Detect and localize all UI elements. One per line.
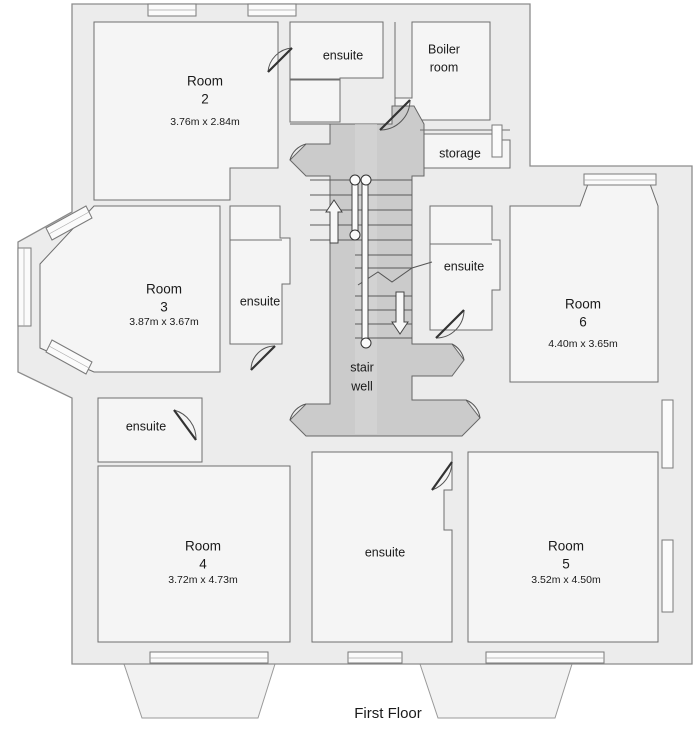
door-leaf-ensuite-top	[267, 47, 293, 73]
newel-post-icon	[360, 337, 372, 349]
room-4-name: Room	[185, 539, 221, 554]
room-3-interior	[39, 205, 221, 373]
door-swing-ensuite-left	[173, 409, 197, 441]
ensuite-left-label: ensuite	[126, 419, 166, 433]
room-2-number: 2	[201, 92, 209, 107]
ensuite-top-label: ensuite	[323, 48, 363, 62]
window-bottom-mid	[347, 651, 403, 664]
space-labels: ensuite Boiler room storage ensuite ensu…	[126, 42, 484, 559]
door-leaf-ensuite-room3	[250, 345, 276, 371]
newel-post-icon	[360, 174, 372, 186]
ensuite-room3-label: ensuite	[240, 294, 280, 308]
windows	[17, 3, 674, 664]
arrow-down-icon	[391, 291, 409, 335]
room-2-dimensions: 3.76m x 2.84m	[170, 116, 240, 128]
ensuite-room6-interior	[429, 205, 501, 331]
door-swing-ensuite-bottom	[431, 461, 453, 491]
stair-direction-arrows	[325, 199, 409, 335]
window-room6-top	[583, 173, 657, 186]
door-swing-boiler	[379, 99, 411, 131]
stair-well-label-line2: well	[350, 379, 373, 393]
door-swing-room5	[465, 399, 481, 419]
door-leaf-ensuite-left	[173, 409, 197, 441]
room-3-dimensions: 3.87m x 3.67m	[129, 316, 199, 328]
room-labels: Room 2 3.76m x 2.84m Room 3 3.87m x 3.67…	[129, 74, 618, 586]
newel-post-icon	[349, 174, 361, 186]
room-2-interior	[93, 21, 279, 201]
dormer-left-real	[123, 663, 276, 719]
room-3-name: Room	[146, 282, 182, 297]
arrow-up-icon	[325, 199, 343, 244]
window-right-2	[661, 539, 674, 613]
door-leaf-ensuite-bottom	[431, 461, 453, 491]
room-4-number: 4	[199, 557, 207, 572]
stair-break-line	[357, 261, 433, 286]
door-swing-ensuite-top	[267, 47, 293, 73]
room-3-number: 3	[160, 300, 168, 315]
window-bottom-left	[149, 651, 269, 664]
window-storage	[491, 124, 503, 158]
door-swing-ensuite-room6	[435, 309, 465, 339]
door-leaf-boiler	[379, 99, 411, 131]
boiler-room-label-line2: room	[430, 60, 458, 74]
ensuite-room6-label: ensuite	[444, 259, 484, 273]
door-leaf-ensuite-room6	[435, 309, 465, 339]
ensuite-bottom-label: ensuite	[365, 545, 405, 559]
door-swing-room6	[451, 343, 465, 361]
door-swing-room2	[289, 143, 307, 161]
room-6-interior	[509, 183, 659, 383]
boiler-room-label-line1: Boiler	[428, 42, 460, 56]
ensuite-top-lower-interior	[289, 79, 341, 123]
room-5-interior	[467, 451, 659, 643]
room-5-dimensions: 3.52m x 4.50m	[531, 574, 601, 586]
room-6-number: 6	[579, 315, 587, 330]
room-2-name: Room	[187, 74, 223, 89]
dormer-projections	[123, 663, 573, 719]
room-5-name: Room	[548, 539, 584, 554]
room-6-dimensions: 4.40m x 3.65m	[548, 338, 618, 350]
storage-label: storage	[439, 146, 481, 160]
door-swing-room4	[289, 403, 307, 421]
newel-post-icon	[349, 229, 361, 241]
room-6-name: Room	[565, 297, 601, 312]
window-bottom-right	[485, 651, 605, 664]
room-4-interior	[97, 465, 291, 643]
plan-title: First Floor	[354, 705, 422, 722]
doors	[173, 47, 481, 491]
dormer-right-real	[419, 663, 573, 719]
room-4-dimensions: 3.72m x 4.73m	[168, 574, 238, 586]
window-bay-middle	[17, 247, 32, 327]
door-swing-ensuite-room3	[250, 345, 276, 371]
window-right-1	[661, 399, 674, 469]
room-5-number: 5	[562, 557, 570, 572]
stair-well-label-line1: stair	[350, 360, 374, 374]
stair-banister	[349, 174, 372, 349]
